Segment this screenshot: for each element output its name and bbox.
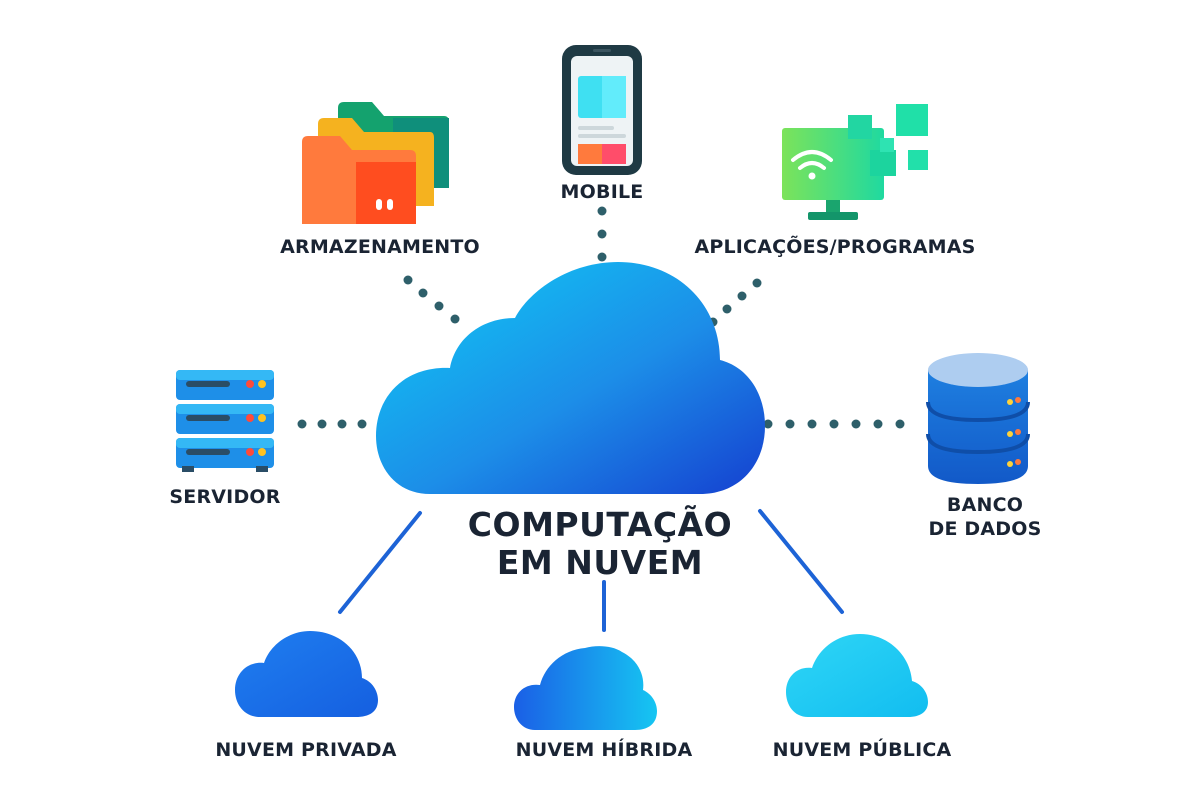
label-public-cloud: NUVEM PÚBLICA [772, 739, 952, 761]
dotted-connector-applications [708, 278, 762, 327]
label-private-cloud: NUVEM PRIVADA [215, 739, 397, 761]
monitor-wifi-icon [782, 104, 928, 220]
smartphone-icon [562, 45, 642, 175]
central-title-line-2: EM NUVEM [496, 543, 704, 582]
label-database-line-2: DE DADOS [928, 517, 1042, 540]
label-mobile: MOBILE [560, 181, 644, 203]
label-applications: APLICAÇÕES/PROGRAMAS [694, 236, 976, 258]
dotted-connector-database [763, 419, 905, 429]
connector-private-cloud [338, 511, 422, 614]
label-server: SERVIDOR [169, 486, 281, 508]
private-cloud-icon [235, 631, 378, 717]
main-cloud-icon [376, 262, 765, 494]
connector-public-cloud [758, 509, 844, 614]
folders-icon [302, 102, 449, 224]
label-hybrid-cloud: NUVEM HÍBRIDA [515, 739, 693, 761]
hybrid-cloud-icon [514, 646, 657, 730]
label-database: BANCO DE DADOS [910, 494, 1060, 542]
central-title: COMPUTAÇÃO EM NUVEM [400, 506, 800, 582]
dotted-connector-server [297, 419, 367, 429]
dotted-connector-storage [403, 275, 460, 324]
dotted-connector-mobile [597, 206, 607, 262]
central-title-line-1: COMPUTAÇÃO [467, 505, 733, 544]
public-cloud-icon [786, 634, 928, 717]
server-rack-icon [176, 370, 274, 472]
database-icon [926, 353, 1030, 484]
label-storage: ARMAZENAMENTO [280, 236, 480, 258]
label-database-line-1: BANCO [946, 494, 1024, 516]
